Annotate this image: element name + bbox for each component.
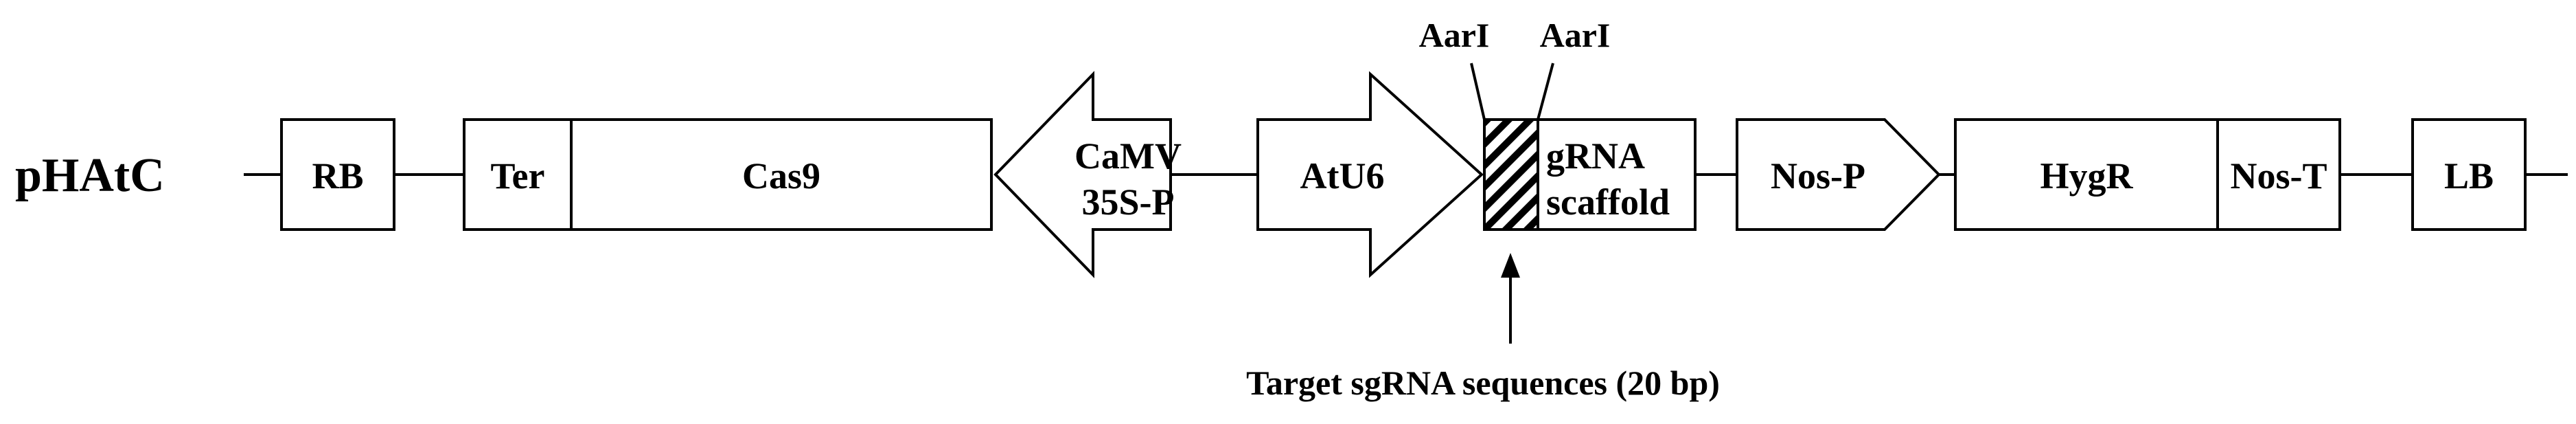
ter-label: Ter xyxy=(491,155,545,197)
nos-promoter-arrow: Nos-P xyxy=(1736,118,1941,231)
rb-label: RB xyxy=(312,155,363,197)
aari-left-pointer xyxy=(1470,63,1486,120)
camv-label-line1: CaMV xyxy=(1074,135,1182,177)
aari-right-label: AarI xyxy=(1540,16,1611,54)
atu6-label: AtU6 xyxy=(1300,155,1385,197)
plasmid-name: pHAtC xyxy=(15,149,165,202)
hygr-label: HygR xyxy=(2040,155,2134,197)
target-label: Target sgRNA sequences (20 bp) xyxy=(1246,364,1720,402)
aari-left-label: AarI xyxy=(1419,16,1490,54)
target-sgrna-region xyxy=(1483,118,1539,231)
grna-label-line1: gRNA xyxy=(1546,135,1645,177)
aari-right-pointer xyxy=(1537,63,1554,120)
grna-label-line2: scaffold xyxy=(1546,181,1670,223)
lb-label: LB xyxy=(2444,155,2494,197)
rb-element: RB xyxy=(280,118,395,231)
aari-sites: AarI AarI xyxy=(1419,16,1611,120)
camv-35s-promoter-arrow: CaMV 35S-P xyxy=(993,71,1182,278)
cas9-label: Cas9 xyxy=(742,155,820,197)
ter-cas9-element: Ter Cas9 xyxy=(463,118,993,231)
target-pointer-arrow xyxy=(1501,253,1520,344)
atu6-promoter-arrow: AtU6 xyxy=(1256,71,1484,278)
nos-p-label: Nos-P xyxy=(1771,155,1865,197)
grna-scaffold-element: gRNA scaffold xyxy=(1537,118,1697,231)
hygr-nost-element: HygR Nos-T xyxy=(1954,118,2341,231)
camv-label-line2: 35S-P xyxy=(1082,181,1175,223)
nos-t-label: Nos-T xyxy=(2230,155,2327,197)
lb-element: LB xyxy=(2411,118,2527,231)
